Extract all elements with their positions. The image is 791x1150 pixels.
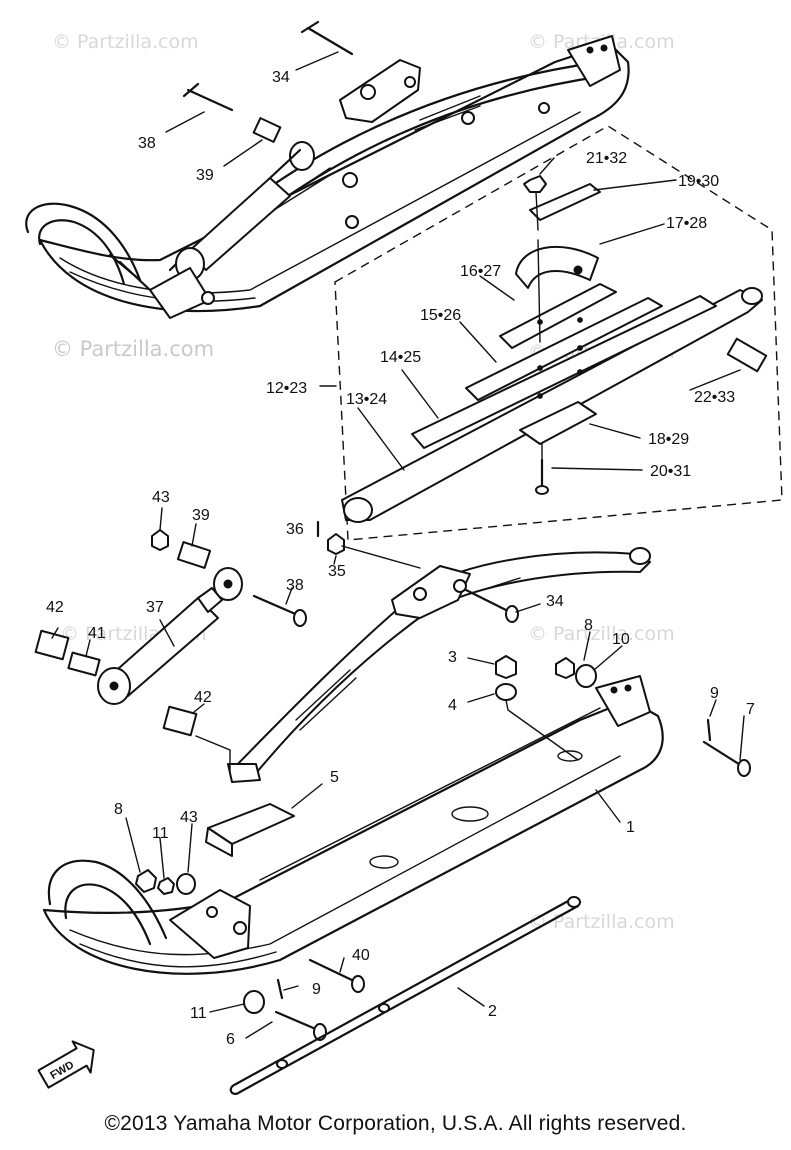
- nut-21-32: [523, 175, 547, 193]
- part-label: 8: [114, 801, 123, 818]
- part-label: 19•30: [678, 173, 719, 190]
- ski-bottom: [42, 631, 751, 1095]
- leaf-14-25: [411, 295, 717, 449]
- spacer-41: [67, 651, 101, 677]
- part-label: 10: [612, 631, 630, 648]
- part-label: 40: [352, 947, 370, 964]
- part-label: 39: [192, 507, 210, 524]
- copyright-notice: ©2013 Yamaha Motor Corporation, U.S.A. A…: [104, 1112, 687, 1135]
- nut-3: [495, 655, 517, 679]
- ski-loop-handle-bottom: [47, 859, 168, 946]
- bushing-42-right: [162, 705, 198, 737]
- part-label: 34: [272, 69, 290, 86]
- part-label: 5: [330, 769, 339, 786]
- leaf-spring-exploded: [319, 157, 768, 523]
- part-label: 35: [328, 563, 346, 580]
- saddle-17-28: [515, 245, 599, 289]
- part-label: 13•24: [346, 391, 387, 408]
- part-label: 37: [146, 599, 164, 616]
- part-label: 41: [88, 625, 106, 642]
- bolt-40: [308, 958, 358, 984]
- bolt-7: [702, 740, 744, 768]
- bushing-39-mid: [176, 541, 212, 569]
- nut-43-mid: [151, 529, 169, 551]
- part-label: 14•25: [380, 349, 421, 366]
- leaf-16-27: [499, 283, 617, 349]
- nut-8-bottom: [135, 869, 157, 893]
- part-label: 8: [584, 617, 593, 634]
- part-label: 9: [710, 685, 719, 702]
- leaf-15-26: [465, 297, 663, 401]
- nut-43-bottom: [176, 873, 196, 895]
- part-label: 42: [46, 599, 64, 616]
- watermark: © Partzilla.com: [52, 337, 214, 361]
- part-label: 38: [138, 135, 156, 152]
- bolt-34-top: [306, 26, 354, 56]
- bumper-18-29: [519, 401, 597, 445]
- exploded-view-frame: [334, 125, 783, 541]
- bolt-6: [274, 1010, 320, 1032]
- washer-11-bottom: [243, 990, 265, 1014]
- part-label: 34: [546, 593, 564, 610]
- part-label: 7: [746, 701, 755, 718]
- part-labels: 34 38 39 21•32 19•30 17•28 16•27 15•26 1…: [46, 69, 755, 1048]
- watermark: © Partzilla.com: [52, 31, 199, 53]
- part-label: 38: [286, 577, 304, 594]
- wear-bar-2: [234, 898, 580, 1094]
- bushing-39-top: [252, 117, 282, 143]
- part-label: 39: [196, 167, 214, 184]
- part-label: 43: [180, 809, 198, 826]
- part-label: 18•29: [648, 431, 689, 448]
- part-label: 11: [152, 825, 169, 842]
- watermark: © Partzilla.com: [528, 623, 675, 645]
- watermark: © Partzilla.com: [528, 911, 675, 933]
- part-label: 17•28: [666, 215, 707, 232]
- nut-11-bottom: [157, 877, 175, 895]
- part-label: 21•32: [586, 150, 627, 167]
- nut-8-right: [555, 657, 575, 679]
- nut-35: [327, 533, 345, 555]
- bolt-38-mid: [252, 594, 302, 618]
- part-label: 11: [190, 1005, 207, 1022]
- ski-loop-handle-top: [25, 202, 142, 286]
- part-label: 12•23: [266, 380, 307, 397]
- part-label: 15•26: [420, 307, 461, 324]
- part-label: 1: [626, 819, 635, 836]
- pin-9-bottom: [276, 978, 284, 1000]
- part-label: 16•27: [460, 263, 501, 280]
- part-label: 42: [194, 689, 212, 706]
- leaf-13-24: [341, 289, 763, 521]
- part-label: 6: [226, 1031, 235, 1048]
- bolt-38-top: [186, 88, 234, 112]
- shock-absorber-37: [97, 567, 243, 705]
- mid-exploded-parts: [34, 507, 651, 783]
- part-label: 20•31: [650, 463, 691, 480]
- shock-absorber-top: [175, 141, 315, 281]
- part-label: 3: [448, 649, 457, 666]
- bolt-34-mid: [464, 588, 512, 614]
- part-label: 22•33: [694, 389, 735, 406]
- washer-10: [575, 664, 597, 688]
- washer-4: [495, 683, 517, 701]
- pin-9-right: [706, 718, 712, 742]
- sleeve-22-33: [726, 337, 768, 373]
- fwd-arrow-badge: FWD: [37, 1040, 95, 1089]
- part-label: 36: [286, 521, 304, 538]
- assembled-ski-top: [25, 20, 630, 319]
- part-label: 4: [448, 697, 457, 714]
- part-label: 43: [152, 489, 170, 506]
- part-label: 9: [312, 981, 321, 998]
- watermarks: © Partzilla.com © Partzilla.com © Partzi…: [52, 31, 675, 933]
- part-label: 2: [488, 1003, 497, 1020]
